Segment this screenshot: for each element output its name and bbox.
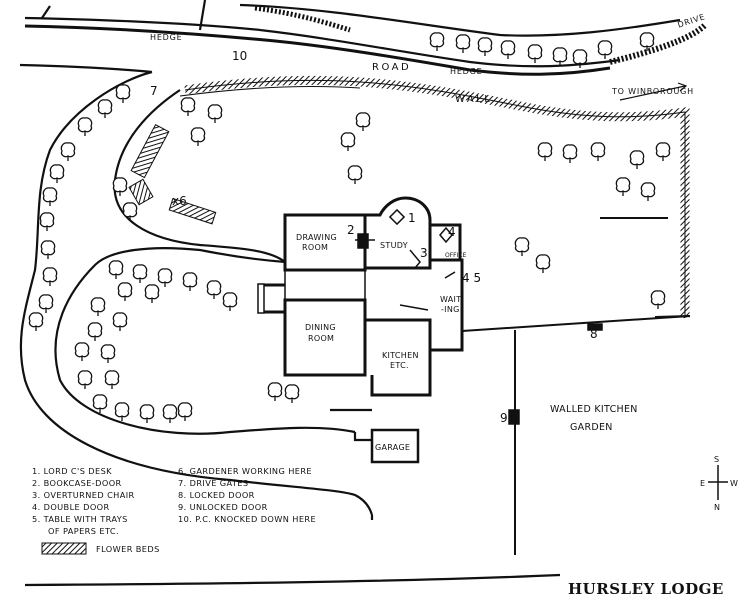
legend-item: 1. LORD C'S DESK bbox=[32, 466, 112, 476]
office-label: OFFICE bbox=[445, 252, 467, 259]
boundary-wall bbox=[184, 75, 690, 318]
compass-s: S bbox=[714, 455, 720, 464]
to-winborough-label: TO WINBOROUGH bbox=[611, 87, 694, 96]
marker-1: 1 bbox=[408, 211, 416, 225]
waiting-label: WAIT- bbox=[440, 295, 464, 304]
marker-8: 8 bbox=[590, 327, 598, 341]
marker-10: 10 bbox=[232, 49, 247, 63]
kitchen-label: KITCHEN bbox=[382, 351, 419, 360]
marker-3: 3 bbox=[420, 246, 428, 260]
compass: S E W N bbox=[700, 455, 739, 512]
drive-bank bbox=[609, 22, 708, 65]
waiting-label-2: -ING bbox=[441, 305, 460, 314]
marker-2: 2 bbox=[347, 223, 355, 237]
dining-room-label: DINING bbox=[305, 323, 336, 332]
bottom-road bbox=[24, 573, 561, 587]
road-label: ROAD bbox=[372, 62, 411, 73]
legend-item: 10. P.C. KNOCKED DOWN HERE bbox=[178, 514, 316, 524]
legend-item: 6. GARDENER WORKING HERE bbox=[178, 466, 312, 476]
legend-item: 4. DOUBLE DOOR bbox=[32, 502, 110, 512]
legend-item: OF PAPERS ETC. bbox=[48, 526, 119, 536]
driveway bbox=[19, 70, 374, 520]
drawing-room-label: DRAWING bbox=[296, 233, 337, 242]
walled-garden-label-2: GARDEN bbox=[570, 422, 613, 433]
drive-label: DRIVE bbox=[676, 12, 706, 29]
legend-item: 9. UNLOCKED DOOR bbox=[178, 502, 268, 512]
compass-e: E bbox=[700, 479, 706, 488]
legend-item: 3. OVERTURNED CHAIR bbox=[32, 490, 135, 500]
compass-w: W bbox=[730, 479, 739, 488]
marker-4-5: 4 5 bbox=[462, 271, 481, 285]
legend-item: 5. TABLE WITH TRAYS bbox=[32, 514, 128, 524]
marker-9: 9 bbox=[500, 411, 508, 425]
map-title: HURSLEY LODGE bbox=[568, 580, 724, 598]
hedge-label-right: HEDGE bbox=[450, 67, 482, 76]
hedge-label-left: HEDGE bbox=[150, 33, 182, 42]
dining-room-label-2: ROOM bbox=[308, 334, 334, 343]
road bbox=[19, 0, 681, 74]
garage-label: GARAGE bbox=[375, 443, 410, 452]
walled-kitchen-garden bbox=[461, 217, 691, 555]
study-label: STUDY bbox=[380, 241, 408, 250]
compass-n: N bbox=[714, 503, 721, 512]
map-labels: HEDGE 10 ROAD HEDGE WALL DRIVE TO WINBOR… bbox=[150, 12, 706, 452]
legend: 1. LORD C'S DESK 2. BOOKCASE-DOOR 3. OVE… bbox=[32, 466, 316, 555]
kitchen-label-2: ETC. bbox=[390, 361, 409, 370]
flower-beds-label: FLOWER BEDS bbox=[96, 544, 160, 554]
marker-7: 7 bbox=[150, 84, 158, 98]
flower-bed-swatch bbox=[41, 542, 87, 555]
flower-beds bbox=[128, 123, 217, 225]
legend-item: 2. BOOKCASE-DOOR bbox=[32, 478, 122, 488]
marker-6: x6 bbox=[172, 194, 187, 208]
house bbox=[257, 196, 464, 464]
wall-label: WALL bbox=[455, 94, 492, 105]
legend-item: 7. DRIVE GATES bbox=[178, 478, 248, 488]
drawing-room-label-2: ROOM bbox=[302, 243, 328, 252]
legend-item: 8. LOCKED DOOR bbox=[178, 490, 255, 500]
marker-4: 4 bbox=[448, 225, 456, 239]
walled-garden-label: WALLED KITCHEN bbox=[550, 404, 638, 415]
hedge-line bbox=[24, 24, 611, 76]
